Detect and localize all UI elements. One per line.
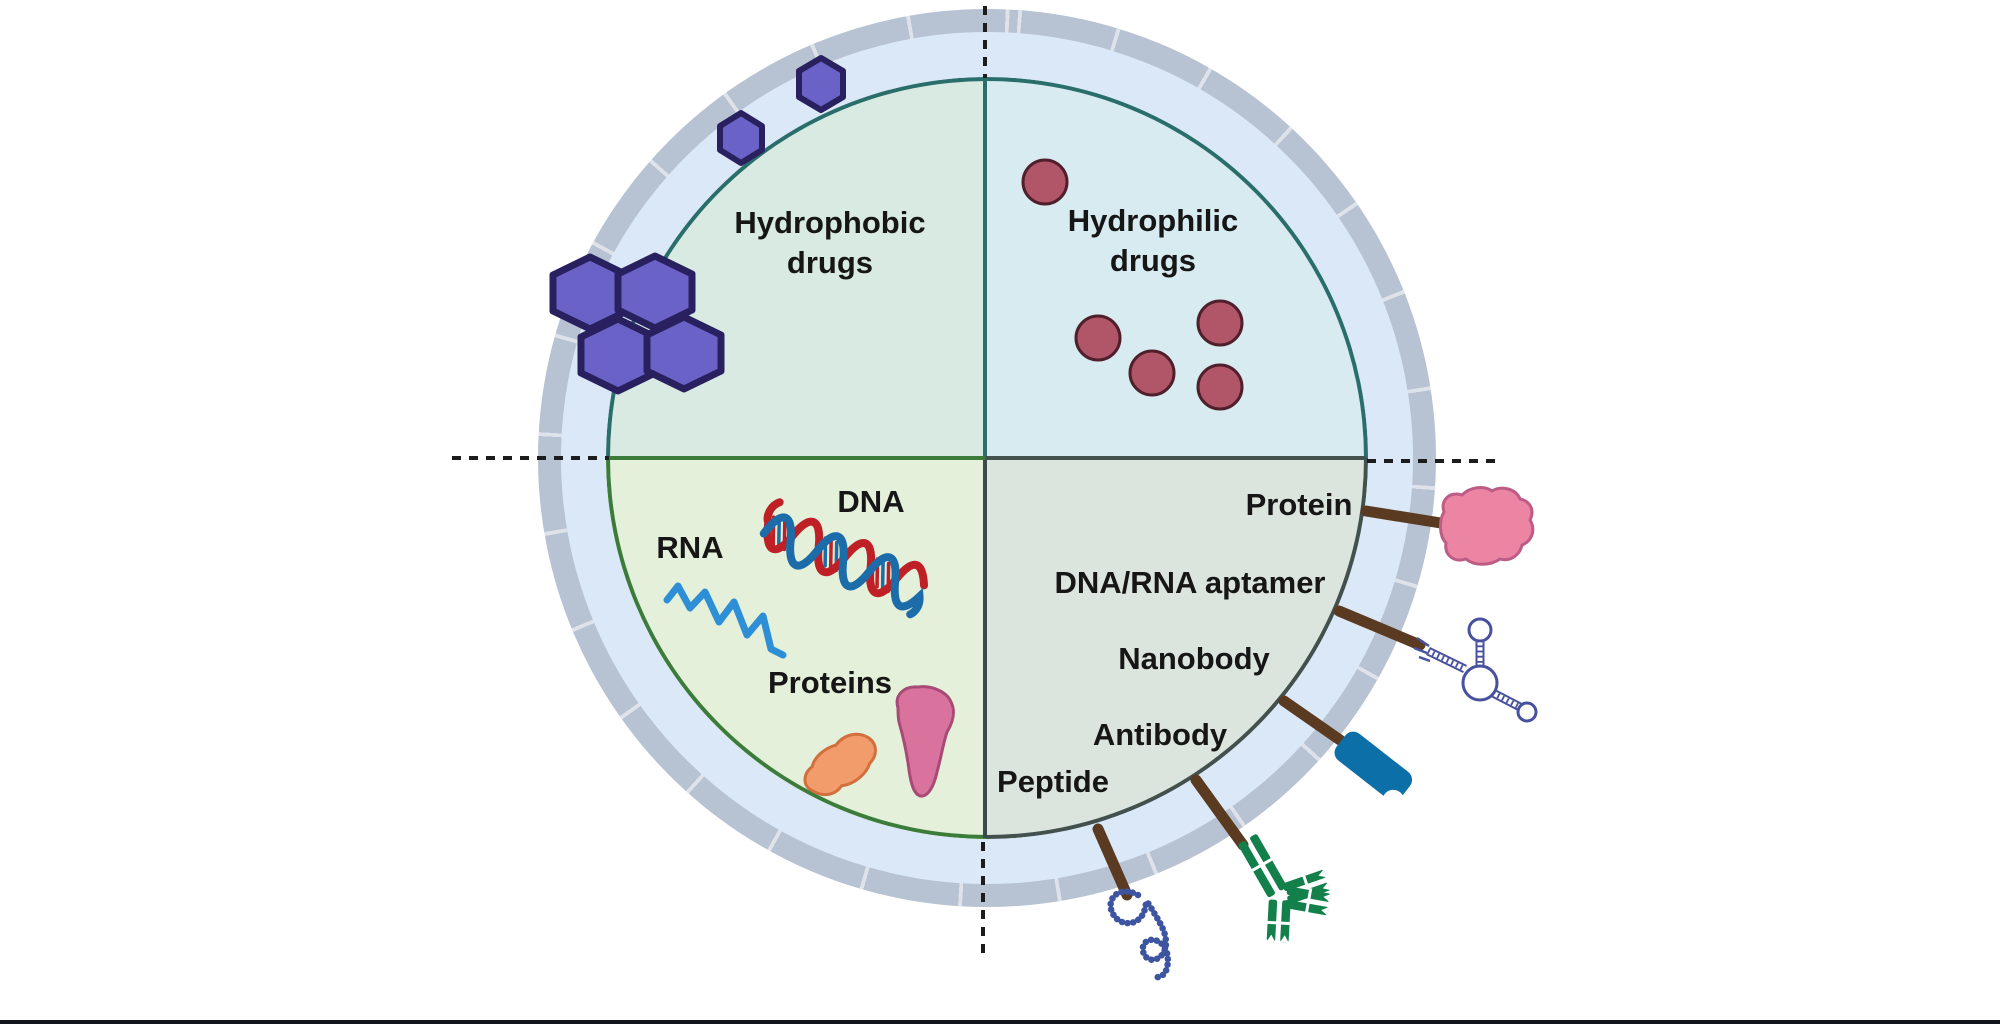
divider-horizontal-right bbox=[985, 456, 1366, 460]
surface-protein-icon bbox=[1439, 486, 1535, 566]
antibody-icon bbox=[1238, 834, 1332, 943]
peptide-icon bbox=[1107, 888, 1172, 981]
dashed-axis-right bbox=[1367, 459, 1500, 463]
bottom-border-rule bbox=[0, 1020, 2000, 1024]
label-surface-peptide: Peptide bbox=[997, 764, 1109, 799]
label-surface-nanobody: Nanobody bbox=[1118, 641, 1270, 676]
label-rna: RNA bbox=[656, 530, 724, 565]
divider-vertical-bottom bbox=[983, 458, 987, 838]
label-proteins: Proteins bbox=[767, 665, 893, 700]
dashed-axis-top bbox=[983, 6, 987, 78]
vesicle-lumen bbox=[606, 77, 1368, 839]
label-dna: DNA bbox=[837, 484, 905, 519]
label-surface-aptamer: DNA/RNA aptamer bbox=[1054, 565, 1326, 600]
dashed-axis-bottom bbox=[981, 842, 985, 960]
divider-horizontal-left bbox=[608, 456, 985, 460]
quadrant-hydrophilic-drugs bbox=[987, 77, 1368, 458]
quadrant-surface-ligands bbox=[987, 458, 1368, 839]
divider-vertical-top bbox=[983, 80, 987, 458]
label-surface-antibody: Antibody bbox=[1092, 717, 1228, 752]
aptamer-icon bbox=[1413, 617, 1538, 723]
label-surface-protein: Protein bbox=[1245, 487, 1353, 522]
dashed-axis-left bbox=[452, 456, 609, 460]
